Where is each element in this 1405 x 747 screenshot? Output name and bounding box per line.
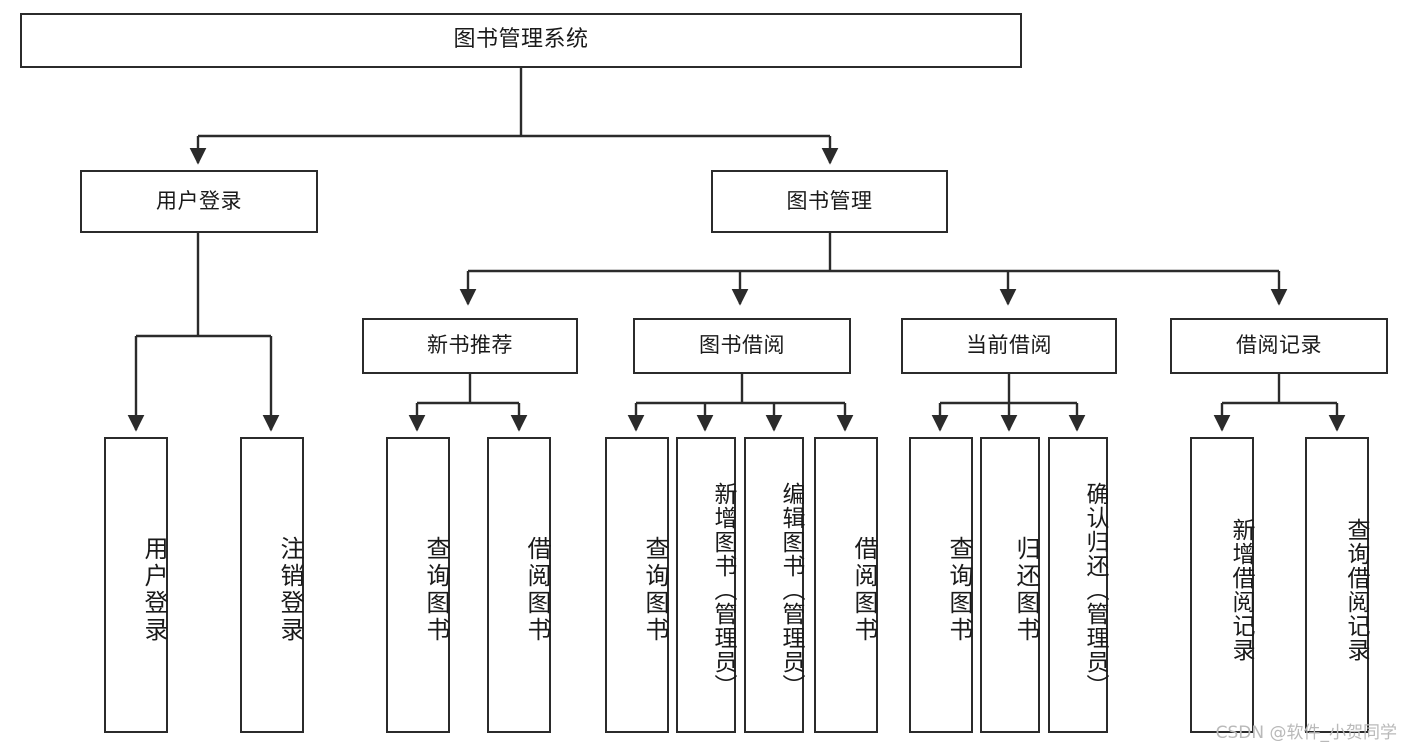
leaf-edit-book-admin[interactable]: 编辑图书（管理员） xyxy=(744,437,804,733)
leaf-return-book[interactable]: 归还图书 xyxy=(980,437,1040,733)
node-user-login[interactable]: 用户登录 xyxy=(80,170,318,233)
leaf-query-book-borrow[interactable]: 查询图书 xyxy=(605,437,669,733)
node-book-management[interactable]: 图书管理 xyxy=(711,170,948,233)
leaf-add-borrow-record[interactable]: 新增借阅记录 xyxy=(1190,437,1254,733)
node-book-borrow[interactable]: 图书借阅 xyxy=(633,318,851,374)
leaf-query-book-current[interactable]: 查询图书 xyxy=(909,437,973,733)
node-current-borrow[interactable]: 当前借阅 xyxy=(901,318,1117,374)
node-borrow-record[interactable]: 借阅记录 xyxy=(1170,318,1388,374)
leaf-user-login[interactable]: 用户登录 xyxy=(104,437,168,733)
leaf-add-book-admin[interactable]: 新增图书（管理员） xyxy=(676,437,736,733)
leaf-query-book-recommend[interactable]: 查询图书 xyxy=(386,437,450,733)
csdn-watermark: CSDN @软件_小贺同学 xyxy=(1215,723,1397,743)
node-root-book-management-system[interactable]: 图书管理系统 xyxy=(20,13,1022,68)
leaf-confirm-return-admin[interactable]: 确认归还（管理员） xyxy=(1048,437,1108,733)
leaf-query-borrow-record[interactable]: 查询借阅记录 xyxy=(1305,437,1369,733)
leaf-borrow-book-borrow[interactable]: 借阅图书 xyxy=(814,437,878,733)
leaf-logout-login[interactable]: 注销登录 xyxy=(240,437,304,733)
leaf-borrow-book-recommend[interactable]: 借阅图书 xyxy=(487,437,551,733)
node-new-book-recommend[interactable]: 新书推荐 xyxy=(362,318,578,374)
